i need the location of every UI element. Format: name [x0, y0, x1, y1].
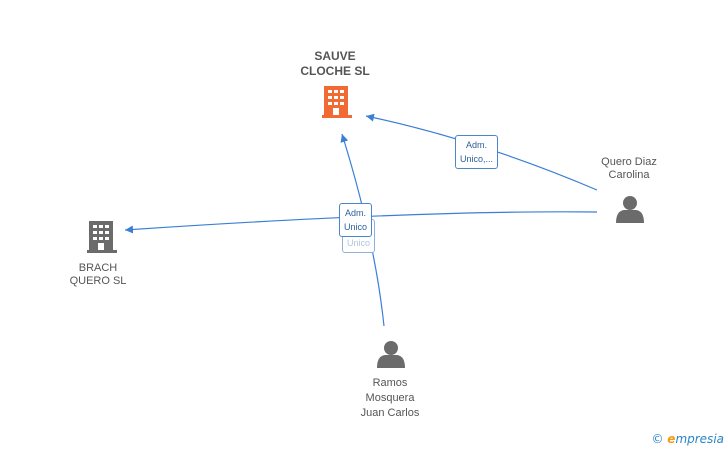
company-label-sauve-cloche[interactable]: SAUVE CLOCHE SL — [300, 49, 370, 78]
brand-name: mpresia — [675, 432, 724, 446]
person-icon[interactable] — [616, 196, 644, 223]
copyright-symbol: © — [651, 432, 664, 446]
building-icon[interactable] — [322, 86, 352, 118]
empresia-logo: © empresia — [651, 432, 724, 446]
person-icon[interactable] — [377, 341, 405, 368]
company-label-brach-quero[interactable]: BRACH QUERO SL — [69, 262, 127, 287]
edge-label-adm-unico[interactable]: Adm. Unico,... — [455, 135, 499, 169]
building-icon[interactable] — [87, 221, 117, 253]
person-label-ramos-mosquera[interactable]: Ramos Mosquera Juan Carlos — [360, 377, 420, 419]
brand-e: e — [667, 432, 676, 446]
edge-quero-to-brach — [124, 211, 598, 234]
edge-label-adm-unico[interactable]: Adm. Unico — [339, 203, 373, 237]
person-label-quero-diaz[interactable]: Quero Diaz Carolina — [601, 156, 657, 181]
